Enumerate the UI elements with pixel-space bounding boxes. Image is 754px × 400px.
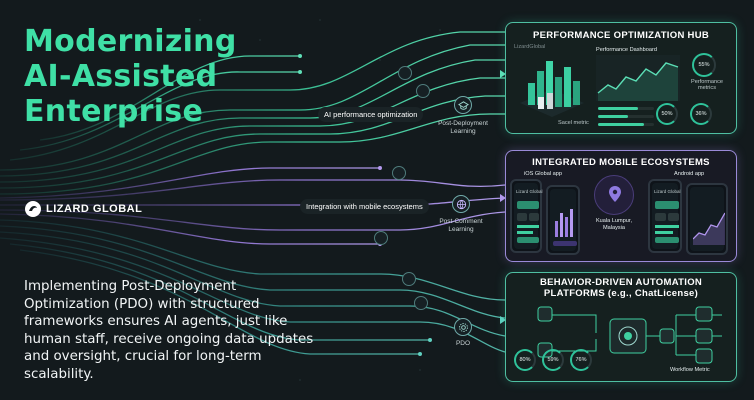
- panel-automation-title-2: PLATFORMS (e.g., ChatLicense): [543, 288, 699, 299]
- ios-app-label: iOS Global app: [524, 171, 562, 177]
- brand-logo: LIZARD GLOBAL: [24, 200, 142, 218]
- android-phone-2-chart: [693, 212, 725, 245]
- ios-phone-1-screen: Lizard Global: [514, 183, 543, 249]
- android-phone-2-screen: [690, 187, 725, 251]
- phone-brand-label: Lizard Global: [516, 189, 543, 194]
- node-label-post-comment: Post-Comment Learning: [439, 218, 483, 233]
- panel-automation-title-1: BEHAVIOR-DRIVEN AUTOMATION: [539, 277, 703, 288]
- globe-node-icon: [374, 231, 388, 245]
- node-label-pdo: PDO: [455, 340, 471, 347]
- panel-automation-platforms: BEHAVIOR-DRIVEN AUTOMATION PLATFORMS (e.…: [505, 272, 737, 382]
- target-node-icon: [416, 84, 430, 98]
- map-pin-icon: [609, 186, 621, 202]
- location-circle: [594, 175, 634, 215]
- brand-name: LIZARD GLOBAL: [46, 203, 143, 215]
- workflow-metric-label: Workflow Metric: [670, 367, 710, 373]
- workflow-diagram: [537, 306, 722, 364]
- android-app-label: Android app: [674, 171, 705, 177]
- pill-mobile-integration: Integration with mobile ecosystems: [300, 199, 429, 214]
- database-node-icon: [414, 296, 428, 310]
- android-phone-1: Lizard Global: [648, 179, 682, 253]
- headline: Modernizing AI-Assisted Enterprise: [24, 24, 237, 129]
- lizard-logo-icon: [25, 201, 41, 217]
- android-phone-brand-label: Lizard Global: [654, 189, 681, 194]
- ios-phone-1-ui: [517, 201, 539, 243]
- panel-performance-brand: LizardGlobal: [514, 44, 546, 50]
- ios-phone-2-screen: [550, 189, 577, 251]
- panel-performance-metric-label: Performance metrics: [690, 79, 724, 91]
- description-text: Implementing Post-Deployment Optimizatio…: [24, 279, 314, 382]
- headline-line-2: AI-Assisted: [24, 59, 218, 94]
- gauge-performance-3: 36%: [690, 103, 712, 125]
- phone-node-icon: [392, 166, 406, 180]
- ios-phone-2-chart: [553, 209, 577, 246]
- node-label-post-deployment: Post-Deployment Learning: [438, 120, 488, 135]
- learning-node-middle: [452, 195, 470, 213]
- graduation-cap-icon: [457, 100, 469, 110]
- gear-icon: [458, 322, 468, 332]
- panel-performance-hub: PERFORMANCE OPTIMIZATION HUB LizardGloba…: [505, 22, 737, 134]
- panel-performance-title: PERFORMANCE OPTIMIZATION HUB: [532, 30, 710, 41]
- chart-node-icon-bottom: [402, 272, 416, 286]
- headline-line-1: Modernizing: [24, 24, 237, 59]
- location-label: Kuala Lumpur, Malaysia: [595, 218, 633, 231]
- performance-line-chart: [596, 55, 680, 101]
- chart-node-icon: [398, 66, 412, 80]
- headline-line-3: Enterprise: [24, 94, 204, 129]
- panel-performance-dashboard-label: Performance Dashboard: [596, 47, 657, 53]
- gauge-automation-3: 76%: [570, 349, 592, 371]
- progress-bars: [598, 107, 654, 126]
- bar-chart-3d: [520, 61, 584, 117]
- gauge-automation-2: 59%: [542, 349, 564, 371]
- android-phone-1-screen: Lizard Global: [652, 183, 681, 249]
- panel-mobile-ecosystems: INTEGRATED MOBILE ECOSYSTEMS iOS Global …: [505, 150, 737, 262]
- learning-node-top: [454, 96, 472, 114]
- android-phone-1-ui: [655, 201, 679, 243]
- panel-mobile-title: INTEGRATED MOBILE ECOSYSTEMS: [532, 157, 710, 168]
- ios-phone-1: Lizard Global: [510, 179, 543, 253]
- ios-phone-2: [546, 185, 580, 255]
- gauge-performance-1: 55%: [692, 53, 716, 77]
- android-phone-2: [686, 183, 728, 255]
- pdo-node: [454, 318, 472, 336]
- gauge-automation-1: 80%: [514, 349, 536, 371]
- pill-ai-performance: AI performance optimization: [318, 107, 424, 122]
- globe-icon: [456, 199, 466, 209]
- gauge-performance-2: 50%: [656, 103, 678, 125]
- panel-performance-scale-label: Sacel metric: [558, 120, 589, 126]
